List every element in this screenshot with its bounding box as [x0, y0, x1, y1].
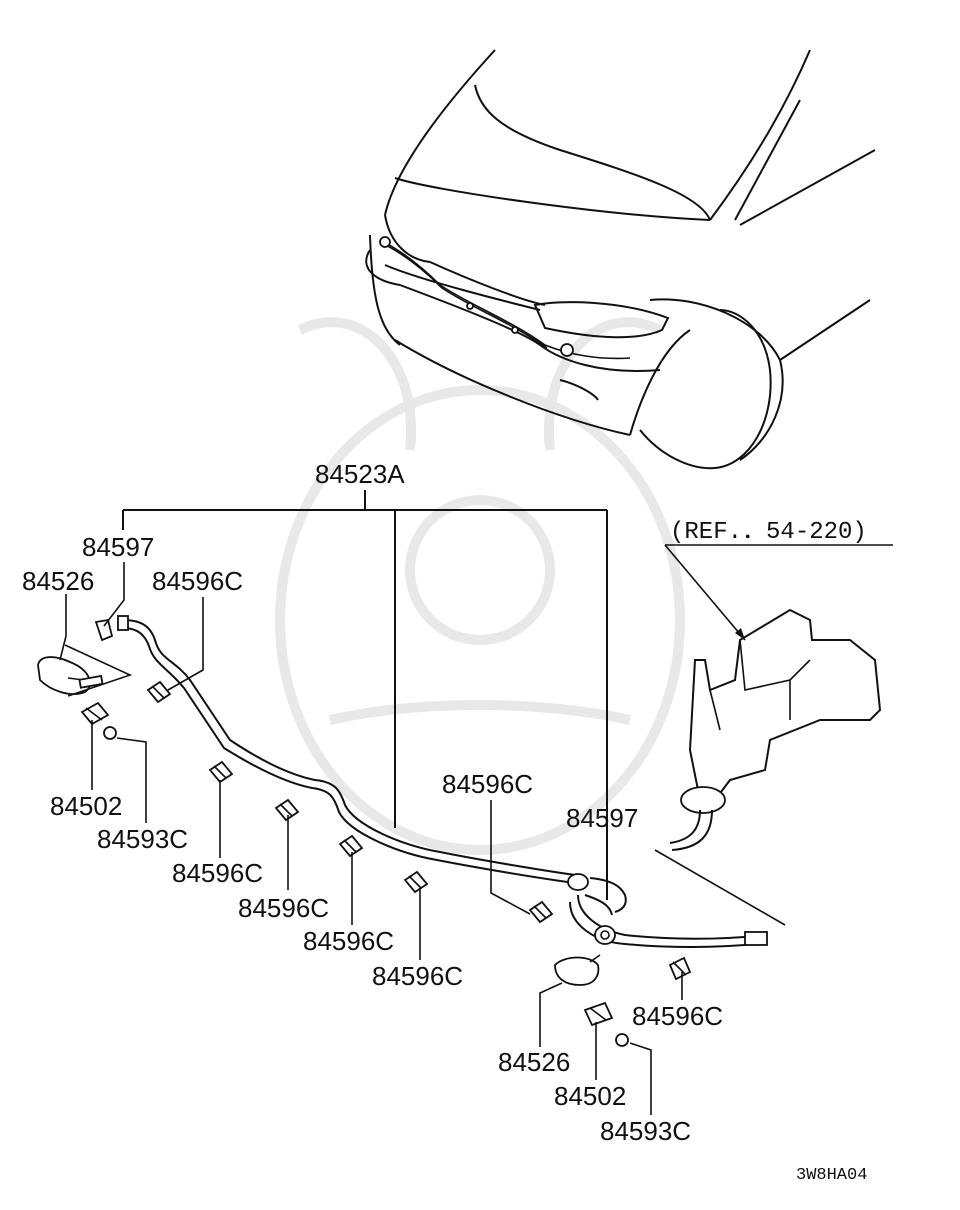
hose-clip-3	[338, 834, 364, 858]
assembly-label-84523A: 84523A	[315, 459, 405, 489]
callout-84596C-c2: 84596C	[238, 893, 329, 923]
callout-84502-left: 84502	[50, 791, 122, 821]
left-washer-nozzle	[37, 618, 133, 697]
hose-clip-top-left	[146, 680, 172, 704]
hose-clip-2	[274, 798, 300, 822]
vehicle-front-outline	[365, 49, 876, 470]
assembly-bracket	[122, 490, 608, 900]
callout-84596C-mid: 84596C	[442, 769, 533, 799]
right-nozzle-bracket	[583, 1001, 614, 1027]
washer-tank-reference	[654, 608, 882, 926]
callout-84597-left: 84597	[82, 532, 154, 562]
callout-84502-right: 84502	[554, 1081, 626, 1111]
callout-84526-right: 84526	[498, 1047, 570, 1077]
hose-clip-mid	[528, 900, 554, 924]
reference-leader	[664, 544, 893, 641]
callout-84597-right: 84597	[566, 803, 638, 833]
callout-84596C-c4: 84596C	[372, 961, 463, 991]
callout-84596C-right: 84596C	[632, 1001, 723, 1031]
reference-label: (REF.．54-220)	[670, 519, 867, 546]
hose-clip-1	[208, 760, 234, 784]
left-nut	[103, 726, 117, 740]
right-washer-nozzle	[554, 954, 601, 986]
right-check-valve	[594, 925, 616, 945]
left-nozzle-bracket	[80, 701, 110, 726]
callout-84596C-c1: 84596C	[172, 858, 263, 888]
watermark-emblem	[275, 317, 685, 855]
callout-84596C-c3: 84596C	[303, 926, 394, 956]
leader-lines	[59, 562, 683, 1115]
drawing-code: 3W8HA04	[796, 1166, 867, 1185]
callout-84593C-right: 84593C	[600, 1116, 691, 1146]
hose-clip-4	[403, 870, 429, 894]
callout-84593C-left: 84593C	[97, 824, 188, 854]
callout-84526-left: 84526	[22, 566, 94, 596]
hose-clip-right	[668, 956, 692, 981]
callout-84596C-top: 84596C	[152, 566, 243, 596]
washer-hose	[117, 615, 768, 948]
right-nut	[615, 1033, 629, 1047]
